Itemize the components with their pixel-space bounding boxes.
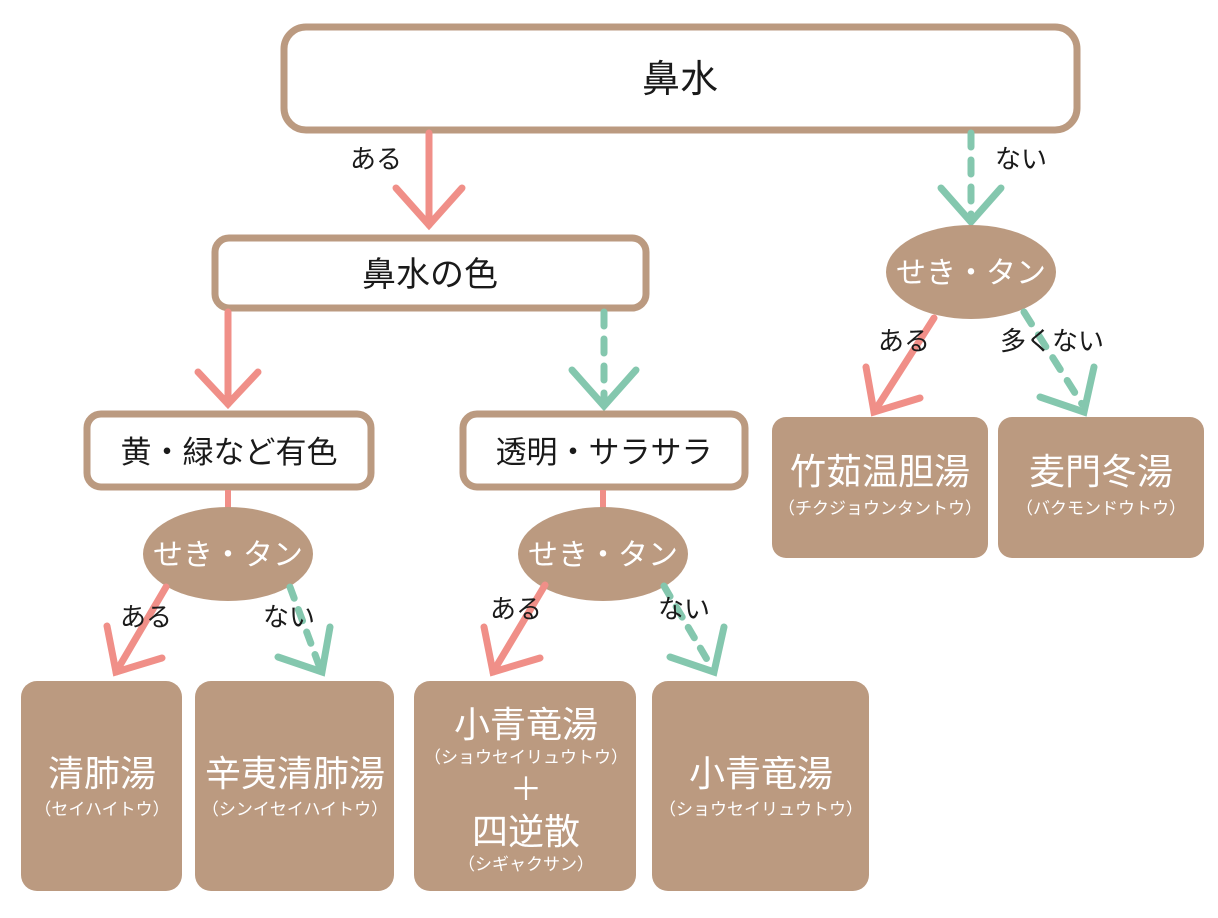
arrow-color-clear (568, 308, 640, 412)
edge-label-left2-yes: ある (490, 595, 542, 625)
leaf-chikujo-reading: （チクジョウンタントウ） (778, 499, 982, 519)
root-label: 鼻水 (642, 57, 718, 101)
cough-label-right: せき・タン (896, 256, 1046, 291)
cough-label-left1: せき・タン (153, 538, 303, 573)
nose-color-box (211, 234, 650, 312)
clear-box (459, 410, 749, 491)
cough-ellipse-left2 (518, 507, 688, 601)
edge-label-left1-no: ない (263, 603, 315, 633)
arrow-left2-no (660, 582, 728, 677)
cough-label-left2: せき・タン (528, 538, 678, 573)
cough-ellipse-right (886, 225, 1056, 319)
arrow-root-no (937, 129, 1005, 228)
root-box (280, 23, 1081, 134)
leaf-shoseiryu-box (652, 681, 869, 891)
colored-label: 黄・緑など有色 (121, 435, 338, 471)
arrow-left2-yes (480, 581, 549, 677)
edge-label-right-yes: ある (878, 327, 930, 357)
leaf-seihai-box (21, 681, 182, 891)
arrow-left1-yes (103, 583, 170, 677)
leaf-combo-plus: ＋ (510, 770, 542, 808)
edge-label-root-no: ない (995, 145, 1047, 175)
leaf-bakumondo-reading: （バクモンドウトウ） (1016, 499, 1186, 519)
leaf-shoseiryu-reading: （ショウセイリュウトウ） (659, 800, 863, 820)
edge-label-left2-no: ない (658, 595, 710, 625)
leaf-chikujo-box (772, 417, 988, 558)
leaf-combo-reading2: （シギャクサン） (458, 855, 594, 875)
leaf-shini-box (195, 681, 394, 891)
arrow-left1-no (274, 583, 334, 677)
arrow-root-yes (392, 129, 466, 231)
leaf-shini-name: 辛夷清肺湯 (205, 754, 385, 795)
cough-ellipse-left1 (143, 507, 313, 601)
clear-label: 透明・サラサラ (496, 435, 713, 471)
leaf-bakumondo-name: 麦門冬湯 (1029, 452, 1173, 493)
colored-box (83, 410, 375, 491)
leaf-shini-reading: （シンイセイハイトウ） (202, 800, 388, 820)
arrow-color-colored (194, 308, 262, 410)
leaf-chikujo-name: 竹茹温胆湯 (790, 452, 970, 493)
edge-label-root-yes: ある (350, 145, 402, 175)
leaf-combo-box (414, 681, 636, 891)
leaf-combo-name1: 小青竜湯 (454, 705, 598, 746)
leaf-combo-name2: 四逆散 (472, 812, 580, 853)
edge-label-left1-yes: ある (120, 603, 172, 633)
leaf-seihai-name: 清肺湯 (48, 754, 156, 795)
edge-label-right-no: 多くない (1000, 327, 1104, 357)
leaf-shoseiryu-name: 小青竜湯 (689, 754, 833, 795)
arrow-right-no (1020, 308, 1098, 417)
leaf-combo-reading1: （ショウセイリュウトウ） (424, 748, 628, 768)
leaf-seihai-reading: （セイハイトウ） (34, 800, 169, 820)
nose-color-label: 鼻水の色 (362, 255, 498, 295)
arrow-right-yes (862, 314, 938, 417)
leaf-bakumondo-box (998, 417, 1204, 558)
